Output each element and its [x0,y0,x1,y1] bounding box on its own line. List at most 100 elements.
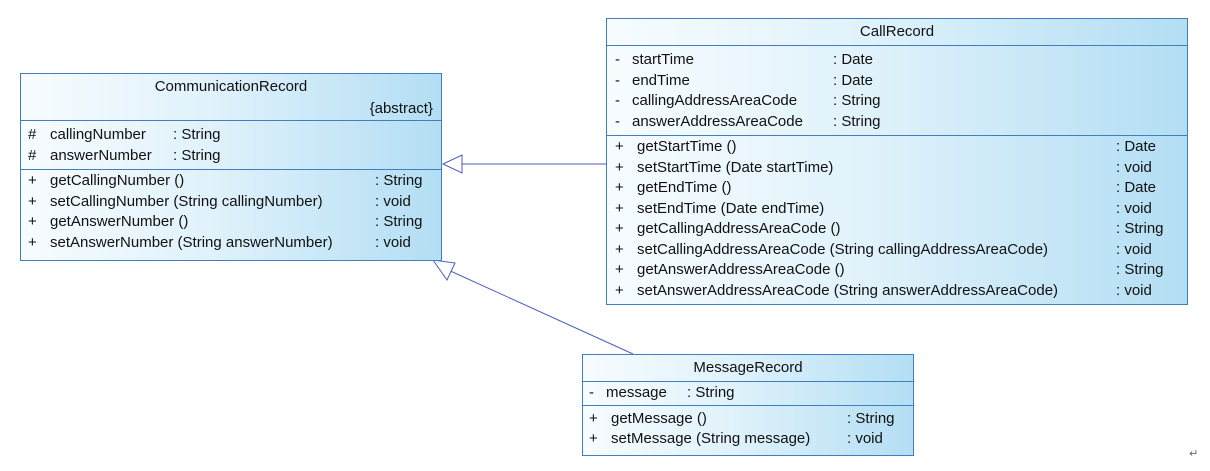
generalization-message-to-communication [445,268,634,355]
operations-section: + getStartTime () : Date + setStartTime … [607,136,1187,302]
operations-section: + getCallingNumber () : String + setCall… [21,170,441,254]
attribute-name: startTime [632,51,694,68]
visibility-marker: + [615,179,624,196]
operation-signature: setMessage (String message) [611,430,811,447]
class-header: MessageRecord [583,355,913,382]
attribute-type: : Date [833,71,874,89]
visibility-marker: + [615,220,624,237]
attributes-section: # callingNumber : String # answerNumber … [21,121,441,170]
operation-signature: setStartTime (Date startTime) [637,158,834,176]
visibility-marker: - [615,92,620,109]
operation-return-type: : void [847,430,883,447]
class-message-record[interactable]: MessageRecord - message : String + getMe… [582,354,914,456]
visibility-marker: + [28,213,37,230]
operation-return-type: : Date [1116,138,1157,155]
operation-return-type: : String [1116,261,1164,278]
visibility-marker: + [28,192,37,210]
operation-return-type: : String [847,409,895,427]
operation-row: + getAnswerAddressAreaCode () : String [607,260,1187,281]
attribute-row: - message : String [583,383,913,404]
operation-signature: getCallingNumber () [50,172,185,189]
attribute-row: - endTime : Date [607,71,1187,92]
attribute-type: : String [833,92,881,109]
operation-signature: getAnswerNumber () [50,213,189,230]
operation-return-type: : void [1116,281,1152,299]
visibility-marker: - [615,71,620,89]
visibility-marker: + [615,261,624,278]
operations-section: + getMessage () : String + setMessage (S… [583,406,913,451]
operation-signature: setCallingNumber (String callingNumber) [50,192,323,210]
visibility-marker: + [28,172,37,189]
visibility-marker: + [615,281,624,299]
class-name: CallRecord [859,23,935,40]
class-call-record[interactable]: CallRecord - startTime : Date - endTime … [606,18,1188,305]
attribute-row: # callingNumber : String [21,125,441,146]
class-header: CommunicationRecord {abstract} [21,74,441,121]
operation-return-type: : String [1116,220,1164,237]
operation-signature: getCallingAddressAreaCode () [637,220,841,237]
visibility-marker: + [615,138,624,155]
operation-signature: getStartTime () [637,138,737,155]
attribute-type: : Date [833,51,874,68]
operation-row: + setEndTime (Date endTime) : void [607,199,1187,220]
operation-return-type: : Date [1116,179,1157,196]
attribute-type: : String [833,112,881,130]
operation-signature: getMessage () [611,409,707,427]
attribute-name: callingAddressAreaCode [632,92,798,109]
operation-signature: getEndTime () [637,179,732,196]
class-stereotype: {abstract} [369,100,433,117]
operation-row: + setMessage (String message) : void [583,429,913,450]
attribute-name: callingNumber [50,126,146,143]
operation-return-type: : void [375,233,411,251]
attribute-type: : String [687,384,735,401]
class-header: CallRecord [607,19,1187,46]
operation-row: + getAnswerNumber () : String [21,212,441,233]
attribute-row: # answerNumber : String [21,146,441,167]
visibility-marker: - [615,51,620,68]
attribute-row: - startTime : Date [607,50,1187,71]
visibility-marker: + [615,199,624,217]
operation-signature: setAnswerNumber (String answerNumber) [50,233,333,251]
operation-row: + setAnswerAddressAreaCode (String answe… [607,281,1187,302]
class-name: CommunicationRecord [154,78,308,95]
operation-signature: setCallingAddressAreaCode (String callin… [637,240,1049,258]
attribute-name: answerAddressAreaCode [632,112,803,130]
operation-row: + getEndTime () : Date [607,178,1187,199]
visibility-marker: - [589,384,594,401]
attribute-name: message [606,384,667,401]
operation-return-type: : String [375,172,423,189]
attributes-section: - message : String [583,382,913,406]
class-name: MessageRecord [693,359,803,376]
operation-row: + setStartTime (Date startTime) : void [607,158,1187,179]
generalization-arrowhead-message [431,259,456,281]
operation-row: + setCallingAddressAreaCode (String call… [607,240,1187,261]
operation-row: + getStartTime () : Date [607,137,1187,158]
paragraph-mark: ↵ [1189,448,1199,460]
class-communication-record[interactable]: CommunicationRecord {abstract} # calling… [20,73,442,261]
operation-row: + getCallingAddressAreaCode () : String [607,219,1187,240]
operation-signature: getAnswerAddressAreaCode () [637,261,845,278]
operation-return-type: : void [1116,240,1152,258]
attribute-row: - answerAddressAreaCode : String [607,112,1187,133]
operation-return-type: : String [375,213,423,230]
attributes-section: - startTime : Date - endTime : Date - ca… [607,46,1187,136]
visibility-marker: # [28,146,37,164]
visibility-marker: + [28,233,37,251]
visibility-marker: + [615,240,624,258]
attribute-name: endTime [632,71,690,89]
operation-signature: setEndTime (Date endTime) [637,199,825,217]
attribute-type: : String [173,126,221,143]
operation-row: + getMessage () : String [583,409,913,430]
operation-row: + setAnswerNumber (String answerNumber) … [21,233,441,254]
operation-return-type: : void [1116,199,1152,217]
visibility-marker: + [589,430,598,447]
attribute-name: answerNumber [50,146,152,164]
visibility-marker: + [615,158,624,176]
operation-return-type: : void [375,192,411,210]
operation-signature: setAnswerAddressAreaCode (String answerA… [637,281,1059,299]
visibility-marker: + [589,409,598,427]
attribute-row: - callingAddressAreaCode : String [607,91,1187,112]
operation-row: + setCallingNumber (String callingNumber… [21,192,441,213]
generalization-arrowhead-call [441,154,463,174]
